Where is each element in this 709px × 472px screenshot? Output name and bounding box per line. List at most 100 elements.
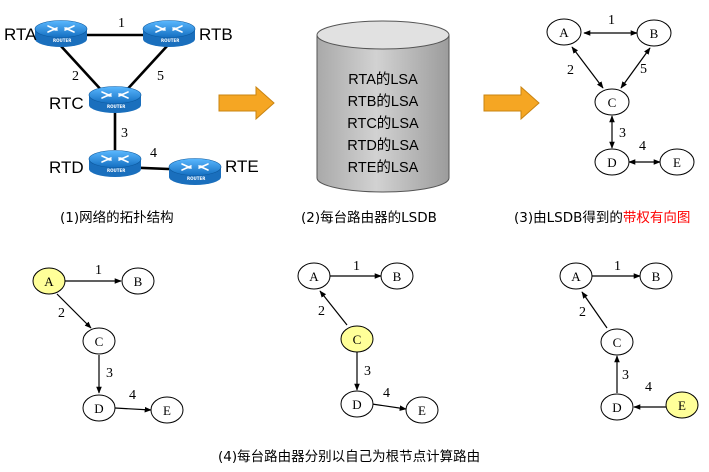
tree-node-b bbox=[639, 262, 673, 290]
router-icon-text: ROUTER bbox=[107, 168, 125, 173]
lsa-entry: RTB的LSA bbox=[348, 93, 419, 110]
router-label-rtb: RTB bbox=[199, 25, 233, 44]
spf-edge bbox=[581, 291, 608, 329]
tree-edge-weight: 3 bbox=[364, 364, 371, 379]
tree-node-label: D bbox=[352, 397, 361, 412]
tree-node-label: A bbox=[44, 274, 54, 289]
router-icon-text: ROUTER bbox=[53, 38, 71, 43]
graph-node-label: C bbox=[608, 95, 617, 110]
topology-panel: ROUTER ROUTER ROUTER ROUTER ROUTER RTA R… bbox=[4, 16, 259, 226]
tree-node-d bbox=[82, 394, 116, 422]
edge-b-c bbox=[620, 47, 651, 89]
tree-edge-weight: 4 bbox=[129, 388, 136, 403]
graph-node-a bbox=[546, 18, 582, 46]
spf-edge bbox=[371, 403, 407, 411]
tree-node-label: D bbox=[94, 401, 103, 416]
caption-lsdb: (2)每台路由器的LSDB bbox=[301, 210, 437, 226]
tree-edge-weight: 2 bbox=[58, 306, 65, 321]
tree-node-e bbox=[405, 396, 439, 424]
router-label-rtd: RTD bbox=[49, 158, 84, 177]
tree-edge-weight: 1 bbox=[614, 259, 621, 274]
tree-node-e bbox=[150, 396, 184, 424]
edge-weight-label: 4 bbox=[639, 139, 646, 154]
spf-edge bbox=[319, 290, 348, 326]
link-cost-de: 4 bbox=[150, 146, 157, 161]
directed-graph-panel: A B C D E 1 2 5 3 4 (3)由LSDB得到的带权有向图 bbox=[514, 13, 695, 226]
tree-node-label: E bbox=[163, 403, 171, 418]
tree-node-label: C bbox=[353, 332, 362, 347]
tree-node-label: C bbox=[95, 334, 104, 349]
tree-node-a bbox=[297, 262, 331, 290]
tree-edge-weight: 4 bbox=[645, 380, 652, 395]
caption-spf-trees: (4)每台路由器分别以自己为根节点计算路由 bbox=[218, 449, 480, 465]
tree-node-b bbox=[380, 262, 414, 290]
caption-topology: (1)网络的拓扑结构 bbox=[60, 210, 174, 226]
link-cost-cd: 3 bbox=[121, 126, 128, 141]
router-icon-rta bbox=[34, 19, 88, 48]
flow-arrow-icon bbox=[218, 85, 275, 121]
lsdb-panel: RTA的LSA RTB的LSA RTC的LSA RTD的LSA RTE的LSA … bbox=[301, 20, 450, 226]
tree-edge-weight: 1 bbox=[353, 259, 360, 274]
tree-node-label: C bbox=[613, 335, 622, 350]
tree-edge-weight: 2 bbox=[318, 304, 325, 319]
edge-a-c bbox=[571, 46, 604, 89]
router-icon-text: ROUTER bbox=[107, 104, 125, 109]
router-icon-rtd bbox=[88, 149, 142, 178]
router-label-rte: RTE bbox=[225, 157, 259, 176]
router-icon-rte bbox=[168, 157, 222, 186]
flow-arrow-icon bbox=[483, 85, 540, 121]
link-rta-rtc bbox=[59, 44, 105, 94]
root-node-e bbox=[665, 391, 699, 419]
graph-node-label: A bbox=[559, 25, 569, 40]
caption-directed-graph: (3)由LSDB得到的带权有向图 bbox=[514, 209, 690, 226]
edge-weight-label: 3 bbox=[619, 126, 626, 141]
lsa-entry: RTE的LSA bbox=[348, 159, 419, 176]
graph-node-b bbox=[636, 19, 672, 47]
router-icon-text: ROUTER bbox=[161, 38, 179, 43]
router-icon-rtc bbox=[88, 85, 142, 114]
tree-node-b bbox=[121, 267, 155, 295]
tree-node-label: B bbox=[652, 269, 661, 284]
tree-edge-weight: 1 bbox=[95, 263, 102, 278]
spf-edge bbox=[114, 406, 152, 413]
edge-weight-label: 2 bbox=[567, 63, 574, 78]
lsa-entry: RTA的LSA bbox=[348, 71, 418, 88]
database-cylinder-icon bbox=[316, 20, 450, 193]
edge-weight-label: 5 bbox=[640, 62, 647, 77]
graph-node-label: E bbox=[673, 155, 681, 170]
tree-node-c bbox=[600, 328, 634, 356]
tree-node-d bbox=[600, 393, 634, 421]
spf-tree-root-e: A B C D E 1 2 3 4 bbox=[559, 259, 699, 421]
tree-node-label: D bbox=[612, 400, 621, 415]
tree-node-label: A bbox=[571, 269, 581, 284]
spf-tree-root-a: A B C D E 1 2 3 4 bbox=[32, 263, 184, 424]
tree-node-label: A bbox=[309, 269, 319, 284]
edge-weight-label: 1 bbox=[608, 13, 615, 28]
link-cost-bc: 5 bbox=[157, 69, 164, 84]
tree-edge-weight: 4 bbox=[383, 386, 390, 401]
tree-node-label: B bbox=[393, 269, 402, 284]
graph-node-c bbox=[594, 88, 630, 116]
spf-edge bbox=[56, 293, 92, 329]
link-cost-ac: 2 bbox=[72, 69, 79, 84]
tree-node-label: E bbox=[418, 403, 426, 418]
graph-node-e bbox=[659, 148, 695, 176]
root-node-c bbox=[340, 325, 374, 353]
lsa-entry: RTD的LSA bbox=[347, 137, 419, 154]
tree-node-label: E bbox=[678, 398, 686, 413]
spf-tree-root-c: A B C D E 1 2 3 4 bbox=[297, 259, 439, 424]
link-cost-ab: 1 bbox=[118, 16, 125, 31]
root-node-a bbox=[32, 267, 66, 295]
router-icon-text: ROUTER bbox=[187, 176, 205, 181]
tree-node-c bbox=[82, 327, 116, 355]
tree-node-d bbox=[340, 390, 374, 418]
link-rtb-rtc bbox=[123, 44, 169, 94]
tree-edge-weight: 3 bbox=[622, 368, 629, 383]
tree-edge-weight: 3 bbox=[106, 366, 113, 381]
graph-node-d bbox=[594, 148, 630, 176]
router-icon-rtb bbox=[142, 19, 196, 48]
tree-node-label: B bbox=[134, 274, 143, 289]
graph-node-label: B bbox=[650, 26, 659, 41]
graph-node-label: D bbox=[607, 155, 616, 170]
